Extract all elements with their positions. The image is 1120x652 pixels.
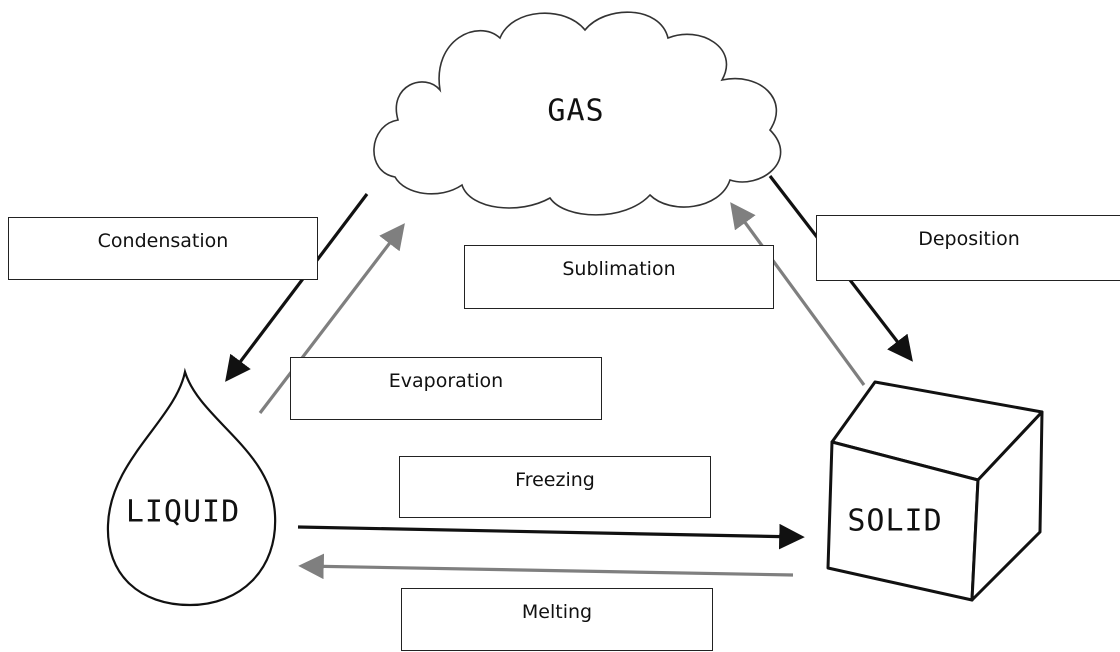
- solid-label: SOLID: [847, 503, 943, 539]
- gas-label: GAS: [547, 93, 605, 129]
- sublimation-arrow: [730, 202, 866, 386]
- sublimation-label: Sublimation: [562, 258, 676, 280]
- melting-label: Melting: [521, 601, 593, 623]
- freezing-label: Freezing: [515, 469, 595, 491]
- cube-shape: [826, 380, 1044, 602]
- freezing-box: Freezing: [399, 456, 711, 518]
- liquid-label: LIQUID: [125, 494, 241, 530]
- freezing-arrow: [297, 523, 805, 550]
- melting-box: Melting: [401, 588, 713, 651]
- evaporation-label: Evaporation: [388, 370, 504, 392]
- evaporation-arrow: [258, 223, 405, 414]
- cloud-shape: [373, 11, 782, 216]
- evaporation-box: Evaporation: [290, 357, 602, 420]
- droplet-shape: [106, 367, 277, 607]
- sublimation-box: Sublimation: [464, 245, 774, 309]
- condensation-arrow: [225, 193, 369, 382]
- condensation-label: Condensation: [97, 230, 229, 252]
- deposition-box: Deposition: [816, 215, 1120, 281]
- melting-arrow: [298, 553, 794, 580]
- deposition-label: Deposition: [918, 228, 1020, 250]
- condensation-box: Condensation: [8, 217, 318, 280]
